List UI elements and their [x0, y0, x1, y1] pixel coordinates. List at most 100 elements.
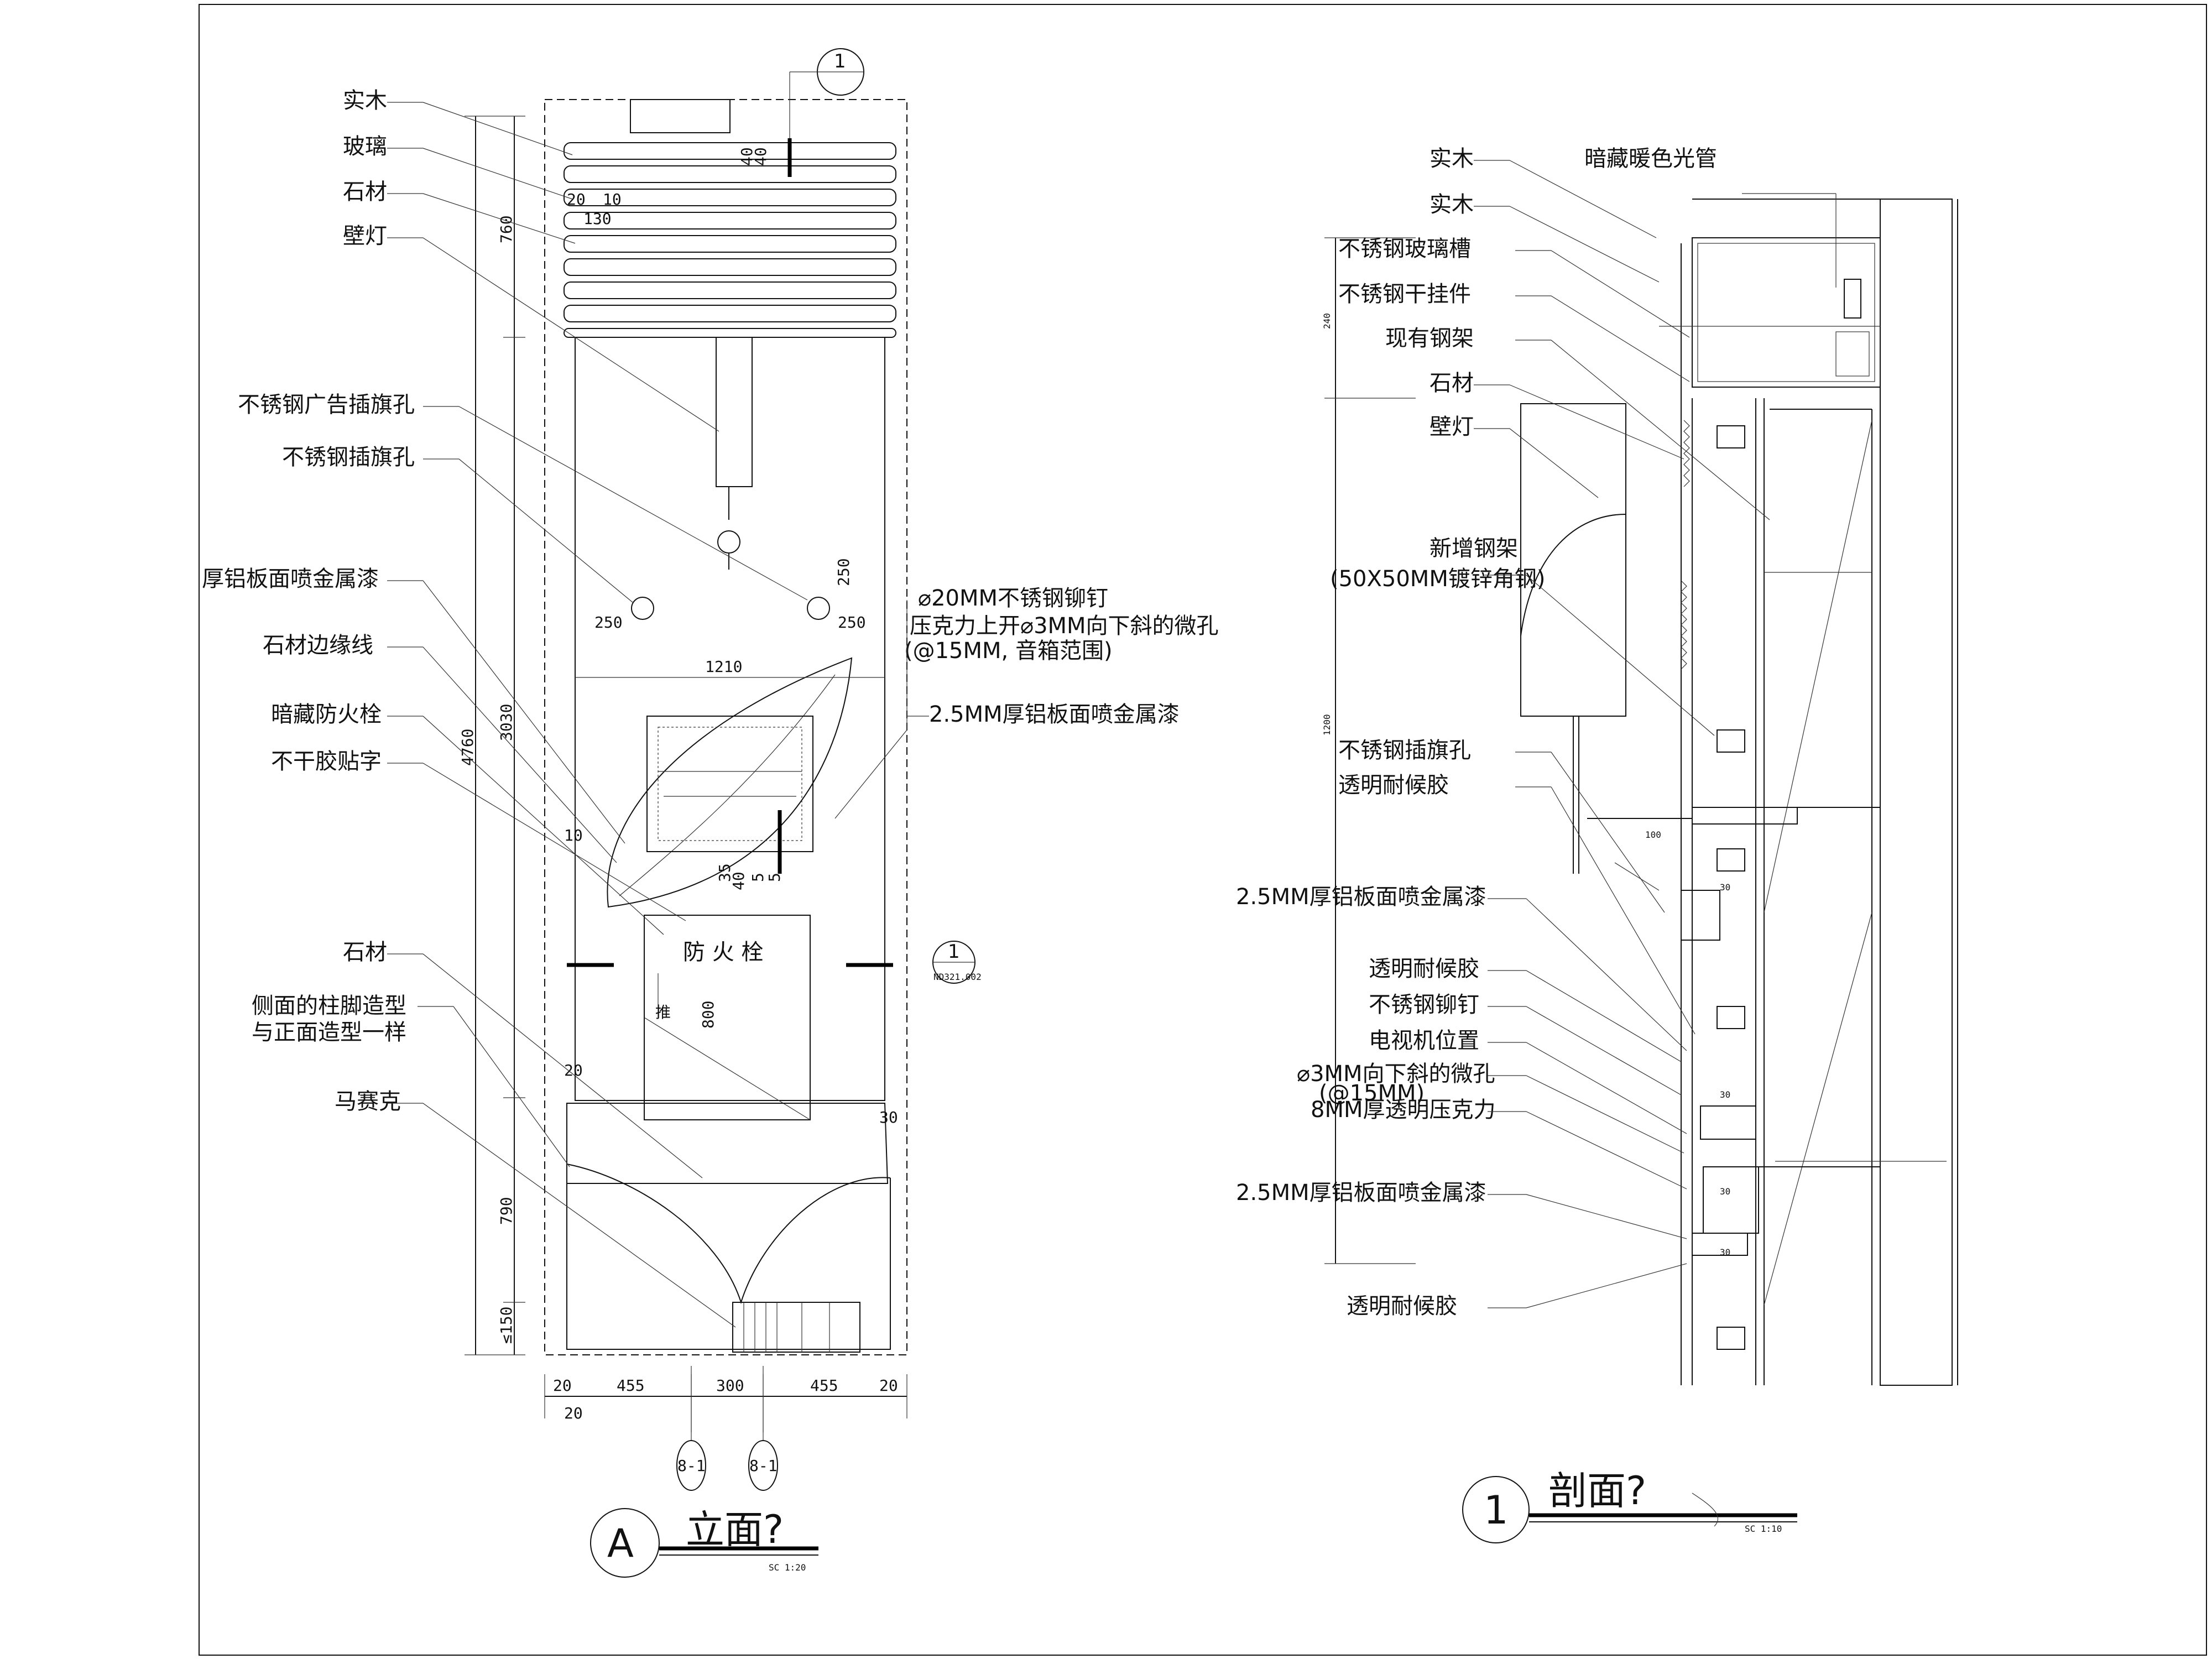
svg-text:不锈钢插旗孔: 不锈钢插旗孔: [1338, 738, 1471, 763]
svg-text:⌀3MM向下斜的微孔: ⌀3MM向下斜的微孔: [1297, 1061, 1495, 1087]
sheet-border: [199, 4, 2207, 1656]
top-wood-box: [1692, 237, 1881, 388]
svg-text:1200: 1200: [1322, 714, 1332, 735]
svg-text:不锈钢玻璃槽: 不锈钢玻璃槽: [1338, 236, 1471, 262]
svg-text:实木: 实木: [1430, 192, 1474, 217]
svg-text:侧面的柱脚造型: 侧面的柱脚造型: [252, 993, 406, 1019]
svg-text:压克力上开⌀3MM向下斜的微孔: 压克力上开⌀3MM向下斜的微孔: [910, 613, 1219, 639]
svg-text:ND321.002: ND321.002: [933, 972, 982, 982]
svg-text:透明耐候胶: 透明耐候胶: [1369, 956, 1479, 982]
svg-text:2.5MM厚铝板面喷金属漆: 2.5MM厚铝板面喷金属漆: [1236, 1180, 1486, 1206]
svg-text:壁灯: 壁灯: [1430, 414, 1474, 440]
svg-text:20: 20: [553, 1376, 572, 1395]
svg-text:8-1: 8-1: [677, 1457, 706, 1475]
cladding-profile: [1681, 243, 1693, 1385]
svg-text:2.5MM厚铝板面喷金属漆: 2.5MM厚铝板面喷金属漆: [1236, 884, 1486, 910]
svg-text:壁灯: 壁灯: [343, 223, 387, 249]
svg-text:不锈钢广告插旗孔: 不锈钢广告插旗孔: [238, 392, 415, 418]
svg-text:暗藏防火栓: 暗藏防火栓: [271, 702, 382, 727]
svg-text:不锈钢铆钉: 不锈钢铆钉: [1369, 992, 1479, 1018]
svg-text:1: 1: [834, 50, 846, 72]
svg-text:760: 760: [497, 215, 515, 243]
column-base: [566, 1103, 889, 1184]
svg-text:3030: 3030: [497, 704, 515, 741]
top-louvers: [564, 142, 896, 338]
svg-text:20: 20: [567, 190, 586, 208]
svg-text:4760: 4760: [458, 729, 477, 766]
elevation-labels-right: ⌀20MM不锈钢铆钉 压克力上开⌀3MM向下斜的微孔 (@15MM, 音箱范围)…: [904, 586, 1219, 727]
svg-text:(50X50MM镀锌角钢): (50X50MM镀锌角钢): [1330, 566, 1545, 592]
svg-text:推: 推: [655, 1003, 671, 1021]
svg-text:8-1: 8-1: [749, 1457, 778, 1475]
svg-text:电视机位置: 电视机位置: [1369, 1028, 1479, 1053]
section-title-marker: [1462, 1476, 1530, 1543]
svg-text:玻璃: 玻璃: [343, 134, 387, 159]
svg-text:8MM厚透明压克力: 8MM厚透明压克力: [1311, 1097, 1495, 1123]
svg-text:250: 250: [594, 613, 623, 632]
existing-wall: [1880, 199, 1953, 1386]
svg-text:30: 30: [1720, 882, 1730, 893]
svg-text:5: 5: [749, 873, 767, 882]
svg-text:40: 40: [752, 147, 770, 166]
svg-text:石材: 石材: [343, 940, 387, 965]
section-wall-lamp: [1520, 403, 1626, 717]
svg-text:10: 10: [564, 826, 583, 844]
speaker-box: [646, 716, 813, 852]
svg-text:800: 800: [699, 1000, 717, 1029]
svg-text:30: 30: [1720, 1186, 1730, 1197]
svg-text:1: 1: [948, 941, 960, 963]
svg-text:SC 1:20: SC 1:20: [769, 1562, 806, 1573]
svg-text:1: 1: [1484, 1488, 1509, 1533]
elevation-leaders: [387, 102, 808, 1328]
elevation-labels-left: 实木 玻璃 石材 壁灯 不锈钢广告插旗孔 不锈钢插旗孔 厚铝板面喷金属漆 石材边…: [202, 88, 415, 1114]
svg-text:厚铝板面喷金属漆: 厚铝板面喷金属漆: [202, 566, 379, 592]
hydrant-label: 防 火 栓: [683, 940, 763, 965]
svg-text:实木: 实木: [1430, 146, 1474, 171]
svg-text:250: 250: [838, 613, 866, 632]
svg-text:20: 20: [879, 1376, 898, 1395]
svg-text:现有钢架: 现有钢架: [1385, 326, 1474, 351]
svg-text:A: A: [607, 1521, 634, 1566]
section-title: 剖面?: [1548, 1468, 1646, 1514]
elevation-title: 立面?: [686, 1507, 784, 1552]
svg-text:5: 5: [765, 873, 784, 882]
svg-text:20: 20: [564, 1061, 583, 1079]
top-cap: [630, 99, 731, 133]
detail-tag-1: [676, 1440, 706, 1491]
svg-text:石材: 石材: [1430, 371, 1474, 396]
svg-text:2.5MM厚铝板面喷金属漆: 2.5MM厚铝板面喷金属漆: [929, 702, 1180, 727]
svg-text:透明耐候胶: 透明耐候胶: [1347, 1293, 1457, 1319]
section-label-light-tube: 暗藏暖色光管: [1584, 146, 1717, 171]
svg-text:100: 100: [1645, 830, 1661, 840]
svg-text:新增钢架: 新增钢架: [1430, 536, 1518, 561]
flag-hole-right-icon: [807, 597, 830, 620]
mosaic-band: [732, 1302, 860, 1353]
svg-text:30: 30: [879, 1108, 898, 1126]
section-leaders: [1474, 160, 1770, 1308]
svg-text:1210: 1210: [705, 658, 742, 676]
flag-hole-left-icon: [631, 597, 654, 620]
svg-text:实木: 实木: [343, 88, 387, 113]
svg-text:与正面造型一样: 与正面造型一样: [252, 1020, 406, 1045]
svg-text:455: 455: [810, 1376, 838, 1395]
svg-text:30: 30: [1720, 1089, 1730, 1100]
elevation-title-marker: [590, 1508, 660, 1578]
elevation-drawing: 防 火 栓 推 800 760 3030 4760 790 ≤150: [202, 48, 1219, 1578]
svg-text:130: 130: [583, 210, 612, 228]
svg-text:石材边缘线: 石材边缘线: [263, 633, 373, 658]
hidden-light-tube: [1844, 279, 1861, 319]
svg-text:790: 790: [497, 1197, 515, 1225]
svg-text:不锈钢插旗孔: 不锈钢插旗孔: [282, 445, 415, 470]
svg-text:455: 455: [617, 1376, 645, 1395]
detail-tag-2: [748, 1440, 778, 1491]
wall-lamp: [716, 337, 753, 487]
svg-text:30: 30: [1720, 1247, 1730, 1258]
leaf-logo: [607, 657, 853, 908]
svg-text:(@15MM, 音箱范围): (@15MM, 音箱范围): [904, 638, 1113, 664]
svg-text:(@15MM): (@15MM): [1319, 1081, 1425, 1106]
svg-text:35: 35: [716, 863, 734, 882]
svg-text:300: 300: [716, 1376, 744, 1395]
svg-text:250: 250: [834, 558, 853, 586]
section-labels-left: 实木 实木 不锈钢玻璃槽 不锈钢干挂件 现有钢架 石材 壁灯 新增钢架 (50X…: [1236, 146, 1545, 1319]
svg-text:40: 40: [738, 147, 756, 166]
